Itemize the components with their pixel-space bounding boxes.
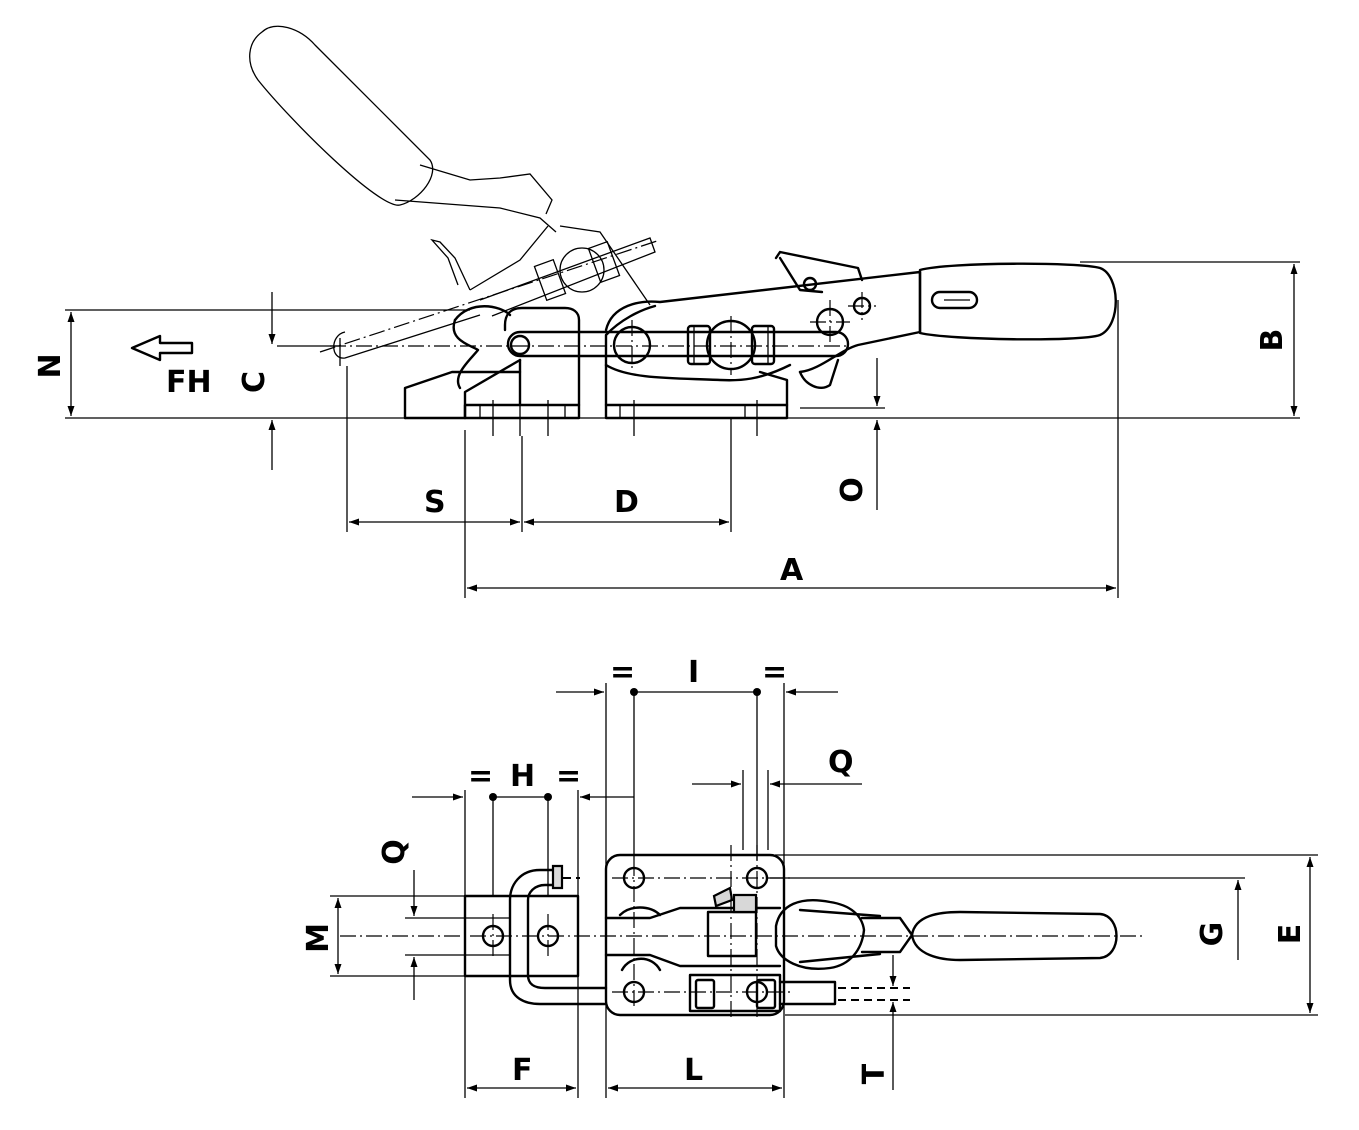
label-Q-left: Q xyxy=(377,839,412,865)
label-eq-4: = xyxy=(556,759,581,794)
label-S: S xyxy=(424,485,446,520)
side-labels: A S D FH N C O B xyxy=(33,329,1290,588)
label-B: B xyxy=(1255,329,1290,352)
top-view: I = = H = = Q F L Q M T G E xyxy=(301,655,1318,1098)
label-H: H xyxy=(510,759,535,794)
label-eq-2: = xyxy=(762,655,787,690)
top-dimensions xyxy=(330,683,1318,1098)
label-O: O xyxy=(835,477,870,503)
top-labels: I = = H = = Q F L Q M T G E xyxy=(301,655,1308,1088)
label-C: C xyxy=(237,371,272,393)
label-G: G xyxy=(1195,922,1230,947)
label-F: F xyxy=(512,1053,533,1088)
side-view: A S D FH N C O B xyxy=(33,25,1300,598)
label-eq-1: = xyxy=(610,655,635,690)
label-D: D xyxy=(614,485,639,520)
main-base xyxy=(604,845,910,1020)
label-L: L xyxy=(684,1053,703,1088)
label-I: I xyxy=(688,655,699,690)
handle-closed-position xyxy=(330,250,1117,389)
side-dimensions xyxy=(65,261,1300,598)
label-A: A xyxy=(780,553,804,588)
label-N: N xyxy=(33,353,68,378)
label-Q-top: Q xyxy=(828,745,854,780)
handle-open-position xyxy=(249,25,661,366)
label-eq-3: = xyxy=(468,759,493,794)
label-FH: FH xyxy=(166,365,212,400)
handle-top xyxy=(774,898,1118,970)
label-T: T xyxy=(857,1063,892,1084)
label-E: E xyxy=(1273,924,1308,945)
label-M: M xyxy=(301,923,336,953)
catch-plate xyxy=(463,864,608,1006)
